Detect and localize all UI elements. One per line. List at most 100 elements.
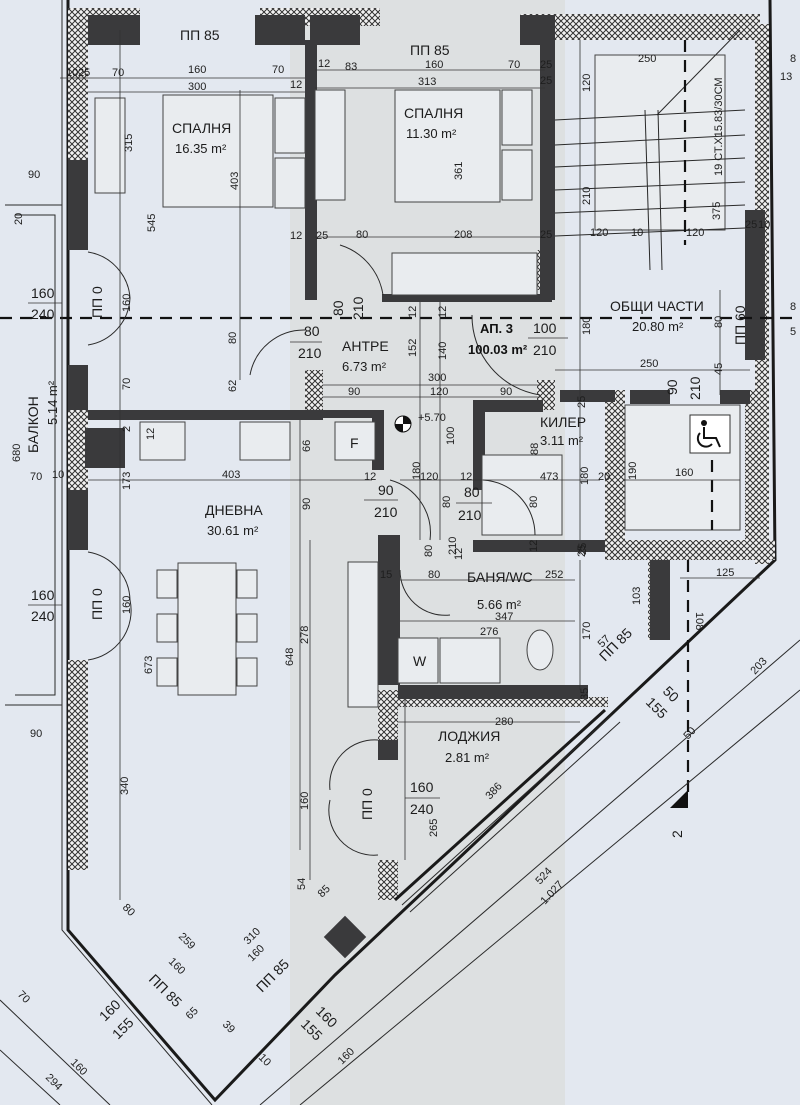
svg-text:80: 80 bbox=[713, 316, 725, 328]
fridge bbox=[334, 421, 376, 461]
svg-text:12: 12 bbox=[528, 540, 540, 552]
svg-text:25: 25 bbox=[540, 229, 552, 241]
svg-text:2: 2 bbox=[121, 426, 133, 432]
svg-text:90: 90 bbox=[28, 169, 40, 181]
svg-text:80: 80 bbox=[423, 545, 435, 557]
svg-text:120: 120 bbox=[686, 227, 704, 239]
loggia-railings bbox=[0, 639, 800, 1105]
svg-text:8: 8 bbox=[790, 53, 796, 65]
svg-text:12: 12 bbox=[145, 428, 157, 440]
svg-text:25: 25 bbox=[577, 543, 589, 555]
svg-text:80: 80 bbox=[330, 300, 346, 316]
sink bbox=[239, 421, 291, 461]
svg-text:680: 680 bbox=[11, 444, 23, 462]
svg-text:20: 20 bbox=[598, 471, 610, 483]
svg-text:80: 80 bbox=[464, 484, 480, 500]
svg-text:340: 340 bbox=[119, 777, 131, 795]
wardrobe-hall bbox=[391, 252, 538, 296]
svg-text:180: 180 bbox=[579, 467, 591, 485]
room-area-bedroom-1: 16.35 m² bbox=[175, 141, 227, 156]
dimension-lines bbox=[60, 30, 760, 900]
svg-text:12: 12 bbox=[453, 548, 465, 560]
window-label-common: ПП 60 bbox=[732, 305, 748, 345]
bed-1 bbox=[162, 94, 274, 208]
room-area-living-room: 30.61 m² bbox=[207, 523, 259, 538]
room-name-entrance: АНТРЕ bbox=[342, 338, 389, 354]
room-area-balcony: 5.14 m² bbox=[45, 380, 60, 425]
svg-text:25: 25 bbox=[540, 75, 552, 87]
room-area-bedroom-2: 11.30 m² bbox=[406, 126, 457, 141]
svg-text:70: 70 bbox=[121, 378, 133, 390]
svg-text:160: 160 bbox=[31, 587, 55, 603]
svg-text:54: 54 bbox=[296, 878, 308, 890]
window-label-loggia: ПП 0 bbox=[359, 788, 375, 820]
svg-text:152: 152 bbox=[407, 339, 419, 357]
svg-text:361: 361 bbox=[453, 162, 465, 180]
svg-text:120: 120 bbox=[581, 74, 593, 92]
svg-text:100: 100 bbox=[445, 427, 457, 445]
room-name-pantry: КИЛЕР bbox=[540, 414, 586, 430]
svg-text:25: 25 bbox=[540, 59, 552, 71]
svg-text:70: 70 bbox=[112, 67, 124, 79]
svg-text:88: 88 bbox=[529, 443, 541, 455]
svg-text:80: 80 bbox=[428, 569, 440, 581]
wardrobe-2 bbox=[314, 89, 346, 201]
balcony-inner bbox=[15, 214, 56, 696]
svg-text:83: 83 bbox=[345, 61, 357, 73]
svg-text:173: 173 bbox=[121, 472, 133, 490]
svg-text:250: 250 bbox=[640, 358, 658, 370]
apartment-door-width: 100 bbox=[533, 320, 557, 336]
svg-text:108: 108 bbox=[693, 612, 705, 630]
room-area-common-areas: 20.80 m² bbox=[632, 319, 684, 334]
room-name-bathroom: БАНЯ/WC bbox=[467, 569, 533, 585]
svg-text:265: 265 bbox=[428, 819, 440, 837]
apartment-label: АП. 3 bbox=[480, 321, 513, 336]
svg-text:210: 210 bbox=[581, 187, 593, 205]
svg-text:25: 25 bbox=[745, 219, 757, 231]
svg-text:12: 12 bbox=[290, 79, 302, 91]
svg-text:170: 170 bbox=[581, 622, 593, 640]
svg-text:90: 90 bbox=[30, 728, 42, 740]
svg-text:315: 315 bbox=[123, 134, 135, 152]
room-name-loggia: ЛОДЖИЯ bbox=[438, 728, 500, 744]
svg-text:180: 180 bbox=[411, 462, 423, 480]
window-label-balcony-1: ПП 0 bbox=[89, 286, 105, 318]
svg-text:160: 160 bbox=[675, 467, 693, 479]
svg-text:240: 240 bbox=[410, 801, 434, 817]
section-marker-label: 2 bbox=[669, 830, 685, 838]
svg-text:160: 160 bbox=[121, 294, 133, 312]
svg-text:12: 12 bbox=[290, 230, 302, 242]
svg-text:45: 45 bbox=[713, 363, 725, 375]
svg-text:300: 300 bbox=[188, 81, 206, 93]
furniture bbox=[94, 54, 741, 708]
svg-text:80: 80 bbox=[528, 496, 540, 508]
washer-label: W bbox=[413, 653, 427, 669]
svg-text:280: 280 bbox=[495, 716, 513, 728]
svg-text:90: 90 bbox=[664, 379, 680, 395]
svg-text:375: 375 bbox=[711, 202, 723, 220]
bath-sink bbox=[439, 637, 501, 684]
svg-text:473: 473 bbox=[540, 471, 558, 483]
door-swings bbox=[87, 244, 541, 856]
svg-text:10: 10 bbox=[52, 469, 64, 481]
room-area-bathroom: 5.66 m² bbox=[477, 597, 522, 612]
svg-text:160: 160 bbox=[121, 596, 133, 614]
svg-text:12: 12 bbox=[318, 58, 330, 70]
svg-text:276: 276 bbox=[480, 626, 498, 638]
apartment-door-height: 210 bbox=[533, 342, 557, 358]
svg-text:25: 25 bbox=[576, 396, 588, 408]
room-area-loggia: 2.81 m² bbox=[445, 750, 490, 765]
window-label-bedroom-1: ПП 85 bbox=[180, 27, 220, 43]
svg-text:12: 12 bbox=[460, 471, 472, 483]
svg-text:240: 240 bbox=[31, 608, 55, 624]
apartment-area: 100.03 m² bbox=[468, 342, 528, 357]
svg-text:240: 240 bbox=[31, 306, 55, 322]
svg-text:250: 250 bbox=[638, 53, 656, 65]
svg-text:12: 12 bbox=[437, 306, 449, 318]
svg-text:90: 90 bbox=[500, 386, 512, 398]
fridge-label: F bbox=[350, 435, 359, 451]
svg-text:25: 25 bbox=[78, 67, 90, 79]
svg-text:20: 20 bbox=[13, 213, 25, 225]
svg-text:208: 208 bbox=[454, 229, 472, 241]
svg-text:120: 120 bbox=[590, 227, 608, 239]
